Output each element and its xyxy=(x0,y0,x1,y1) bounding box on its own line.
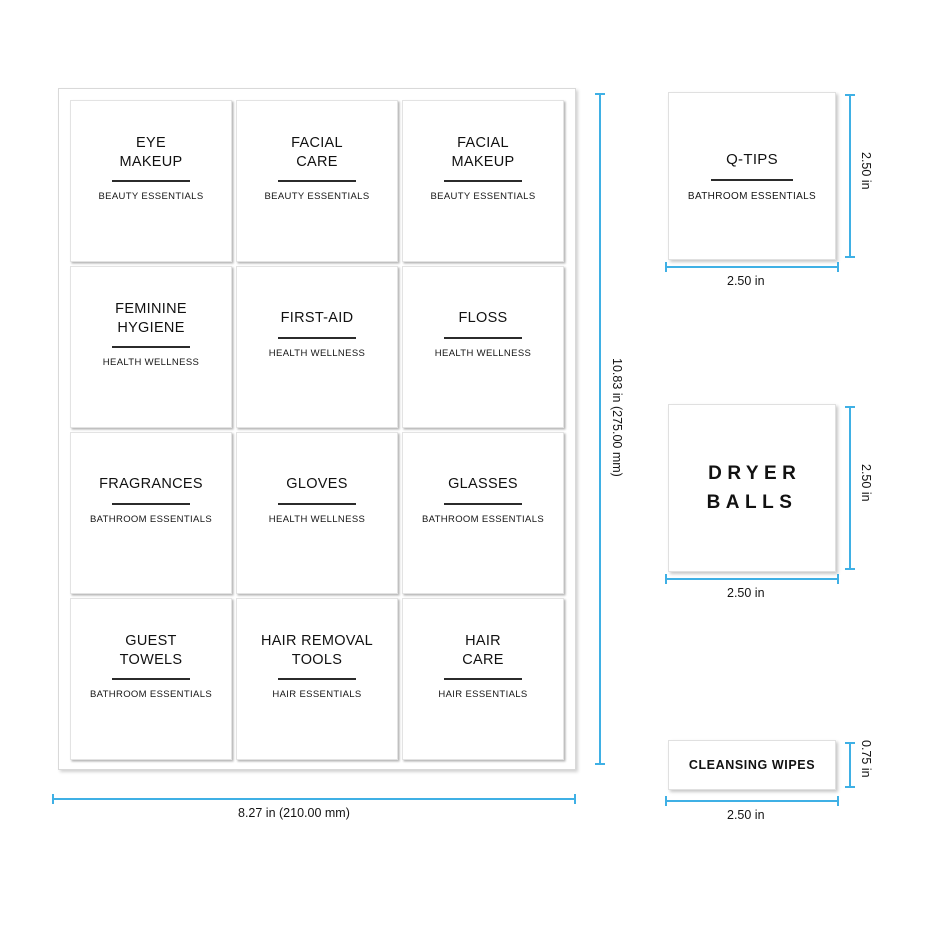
card-divider xyxy=(278,502,356,505)
sheet-height-dimension-label: 10.83 in (275.00 mm) xyxy=(610,358,624,477)
sheet-width-dimension-label: 8.27 in (210.00 mm) xyxy=(238,806,350,820)
panel-divider xyxy=(711,179,793,181)
card-divider xyxy=(112,346,190,348)
card-subtitle: HEALTH WELLNESS xyxy=(268,347,366,359)
label-card[interactable]: FRAGRANCES BATHROOM ESSENTIALS xyxy=(70,432,232,594)
card-divider xyxy=(278,180,356,182)
dryer-height-dimension-label: 2.50 in xyxy=(859,464,873,502)
card-subtitle: HEALTH WELLNESS xyxy=(434,347,532,359)
sheet-width-dimension-line xyxy=(52,798,576,800)
card-divider xyxy=(444,678,522,680)
sheet-height-dimension-line xyxy=(599,93,601,765)
label-card[interactable]: EYE MAKEUP BEAUTY ESSENTIALS xyxy=(70,100,232,262)
dryer-width-dimension-cap-right xyxy=(837,574,839,584)
card-subtitle: BEAUTY ESSENTIALS xyxy=(98,190,204,202)
card-divider xyxy=(278,678,356,680)
label-grid: EYE MAKEUP BEAUTY ESSENTIALS FACIAL CARE… xyxy=(70,100,564,760)
card-title: GLOVES xyxy=(286,476,348,493)
qtips-width-dimension-line xyxy=(665,266,839,268)
card-subtitle: HEALTH WELLNESS xyxy=(268,513,366,525)
card-title: FRAGRANCES xyxy=(99,476,203,493)
card-divider xyxy=(444,502,522,505)
qtips-height-dimension-line xyxy=(849,94,851,258)
card-subtitle: HAIR ESSENTIALS xyxy=(438,688,528,700)
card-subtitle: HAIR ESSENTIALS xyxy=(272,688,362,700)
card-divider xyxy=(112,502,190,505)
wipes-width-dimension-line xyxy=(665,800,839,802)
card-subtitle: BATHROOM ESSENTIALS xyxy=(421,513,545,525)
card-divider xyxy=(444,336,522,339)
wipes-height-dimension-label: 0.75 in xyxy=(859,740,873,778)
qtips-width-dimension-cap-right xyxy=(837,262,839,272)
qtips-height-dimension-cap-bottom xyxy=(845,256,855,258)
wipes-width-dimension-cap-left xyxy=(665,796,667,806)
sheet-width-dimension-cap-left xyxy=(52,794,54,804)
label-card[interactable]: HAIR REMOVAL TOOLS HAIR ESSENTIALS xyxy=(236,598,398,760)
card-divider xyxy=(112,180,190,182)
label-card[interactable]: FACIAL MAKEUP BEAUTY ESSENTIALS xyxy=(402,100,564,262)
card-subtitle: BATHROOM ESSENTIALS xyxy=(89,513,213,525)
dryer-height-dimension-cap-bottom xyxy=(845,568,855,570)
card-title: EYE MAKEUP xyxy=(119,135,183,170)
sheet-height-dimension-cap-top xyxy=(595,93,605,95)
panel-cleansing-wipes[interactable]: CLEANSING WIPES xyxy=(668,740,836,790)
card-title: HAIR REMOVAL TOOLS xyxy=(260,633,374,668)
panel-title: Q-TIPS xyxy=(726,151,778,169)
label-card[interactable]: GUEST TOWELS BATHROOM ESSENTIALS xyxy=(70,598,232,760)
qtips-height-dimension-cap-top xyxy=(845,94,855,96)
label-sheet: EYE MAKEUP BEAUTY ESSENTIALS FACIAL CARE… xyxy=(58,88,576,770)
panel-title: CLEANSING WIPES xyxy=(688,758,816,772)
panel-qtips[interactable]: Q-TIPS BATHROOM ESSENTIALS xyxy=(668,92,836,260)
card-title: FLOSS xyxy=(458,310,508,327)
card-title: FACIAL MAKEUP xyxy=(451,135,515,170)
label-card[interactable]: FLOSS HEALTH WELLNESS xyxy=(402,266,564,428)
dryer-height-dimension-cap-top xyxy=(845,406,855,408)
card-title: FIRST-AID xyxy=(280,310,354,327)
dryer-height-dimension-line xyxy=(849,406,851,570)
dryer-width-dimension-label: 2.50 in xyxy=(727,586,765,600)
card-title: GUEST TOWELS xyxy=(119,633,183,668)
sheet-height-dimension-cap-bottom xyxy=(595,763,605,765)
card-subtitle: BEAUTY ESSENTIALS xyxy=(430,190,536,202)
card-subtitle: HEALTH WELLNESS xyxy=(102,356,200,368)
label-card[interactable]: GLOVES HEALTH WELLNESS xyxy=(236,432,398,594)
label-card[interactable]: HAIR CARE HAIR ESSENTIALS xyxy=(402,598,564,760)
card-divider xyxy=(444,180,522,182)
card-subtitle: BATHROOM ESSENTIALS xyxy=(89,688,213,700)
wipes-width-dimension-label: 2.50 in xyxy=(727,808,765,822)
qtips-width-dimension-cap-left xyxy=(665,262,667,272)
label-card[interactable]: GLASSES BATHROOM ESSENTIALS xyxy=(402,432,564,594)
dryer-width-dimension-cap-left xyxy=(665,574,667,584)
card-divider xyxy=(112,678,190,680)
panel-title: DRYER BALLS xyxy=(706,462,802,513)
card-title: FEMININE HYGIENE xyxy=(115,301,187,336)
sheet-width-dimension-cap-right xyxy=(574,794,576,804)
card-title: HAIR CARE xyxy=(462,633,504,668)
wipes-height-dimension-cap-top xyxy=(845,742,855,744)
card-title: FACIAL CARE xyxy=(291,135,343,170)
label-card[interactable]: FACIAL CARE BEAUTY ESSENTIALS xyxy=(236,100,398,262)
label-card[interactable]: FEMININE HYGIENE HEALTH WELLNESS xyxy=(70,266,232,428)
card-divider xyxy=(278,336,356,339)
wipes-height-dimension-cap-bottom xyxy=(845,786,855,788)
wipes-height-dimension-line xyxy=(849,742,851,788)
panel-subtitle: BATHROOM ESSENTIALS xyxy=(687,190,817,202)
label-card[interactable]: FIRST-AID HEALTH WELLNESS xyxy=(236,266,398,428)
panel-dryer-balls[interactable]: DRYER BALLS xyxy=(668,404,836,572)
wipes-width-dimension-cap-right xyxy=(837,796,839,806)
card-title: GLASSES xyxy=(448,476,518,493)
qtips-width-dimension-label: 2.50 in xyxy=(727,274,765,288)
card-subtitle: BEAUTY ESSENTIALS xyxy=(264,190,370,202)
qtips-height-dimension-label: 2.50 in xyxy=(859,152,873,190)
dryer-width-dimension-line xyxy=(665,578,839,580)
